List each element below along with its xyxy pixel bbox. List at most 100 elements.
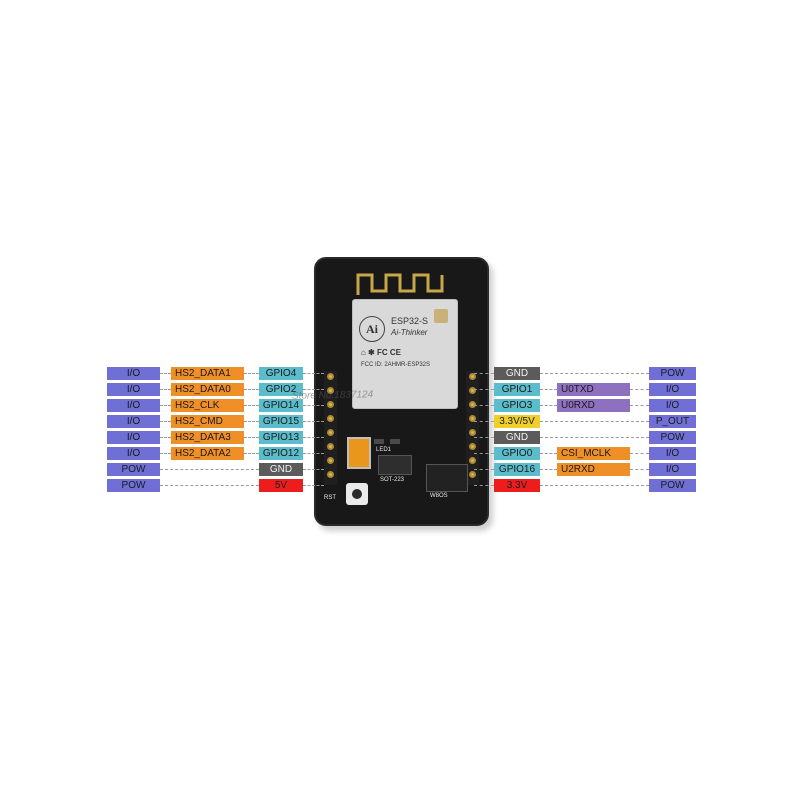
pin-type-label: I/O — [107, 447, 160, 460]
pin-function-label: HS2_CMD — [171, 415, 244, 428]
pin-function-label: U0TXD — [557, 383, 630, 396]
left-pin-row: POW 5V — [0, 479, 330, 492]
leader-line — [160, 373, 171, 374]
module-maker: Ai-Thinker — [391, 328, 428, 337]
right-pin-row: GPIO0 CSI_MCLK I/O — [0, 447, 800, 460]
header-pin-icon — [469, 471, 476, 478]
right-pin-row: 3.3V POW — [0, 479, 800, 492]
leader-line — [540, 437, 649, 438]
pin-type-label: I/O — [107, 431, 160, 444]
leader-line — [540, 485, 649, 486]
left-pin-row: I/O HS2_DATA3 GPIO13 — [0, 431, 330, 444]
right-header-strip — [466, 371, 479, 485]
pin-name-label: GPIO13 — [259, 431, 303, 444]
rst-label: RST — [324, 495, 336, 501]
leader-line — [160, 437, 171, 438]
header-pin-icon — [327, 401, 334, 408]
pin-type-label: P_OUT — [649, 415, 696, 428]
leader-line — [540, 453, 557, 454]
esp32-cam-board: Ai ESP32-S Ai-Thinker ⌂ ✱ FC CE FCC ID: … — [314, 257, 489, 526]
voltage-regulator — [378, 455, 412, 475]
leader-line — [303, 485, 324, 486]
leader-line — [160, 485, 259, 486]
pin-name-label: 3.3V — [494, 479, 540, 492]
header-pin-icon — [469, 401, 476, 408]
pin-type-label: I/O — [649, 399, 696, 412]
leader-line — [474, 485, 494, 486]
leader-line — [303, 421, 324, 422]
pin-name-label: GND — [494, 431, 540, 444]
leader-line — [630, 389, 649, 390]
leader-line — [160, 421, 171, 422]
watermark: Store No.1837124 — [291, 389, 374, 402]
leader-line — [244, 453, 259, 454]
header-pin-icon — [469, 429, 476, 436]
pin-type-label: POW — [649, 367, 696, 380]
pin-type-label: POW — [649, 431, 696, 444]
header-pin-icon — [469, 415, 476, 422]
header-pin-icon — [327, 429, 334, 436]
left-pin-row: I/O HS2_CMD GPIO15 — [0, 415, 330, 428]
pin-function-label: HS2_DATA2 — [171, 447, 244, 460]
pin-name-label: GPIO14 — [259, 399, 303, 412]
left-pin-row: POW GND — [0, 463, 330, 476]
leader-line — [160, 469, 259, 470]
leader-line — [540, 405, 557, 406]
header-pin-icon — [327, 443, 334, 450]
header-pin-icon — [469, 387, 476, 394]
pin-name-label: GND — [259, 463, 303, 476]
pin-name-label: 5V — [259, 479, 303, 492]
right-pin-row: GND POW — [0, 367, 800, 380]
leader-line — [303, 437, 324, 438]
leader-line — [540, 469, 557, 470]
header-pin-icon — [469, 457, 476, 464]
w8os-label: W8OS — [430, 493, 448, 499]
pin-function-label: CSI_MCLK — [557, 447, 630, 460]
pin-name-label: GPIO0 — [494, 447, 540, 460]
pin-function-label: U0RXD — [557, 399, 630, 412]
pin-name-label: GND — [494, 367, 540, 380]
leader-line — [303, 405, 324, 406]
antenna-connector-icon — [434, 309, 448, 323]
esp32-module: Ai ESP32-S Ai-Thinker ⌂ ✱ FC CE FCC ID: … — [352, 299, 458, 409]
fcc-id: FCC ID: 2AHMR-ESP32S — [361, 362, 431, 368]
pin-name-label: GPIO12 — [259, 447, 303, 460]
cert-logos-icon: ⌂ ✱ FC CE — [361, 348, 401, 357]
leader-line — [474, 389, 494, 390]
header-pin-icon — [469, 443, 476, 450]
leader-line — [540, 389, 557, 390]
leader-line — [303, 469, 324, 470]
pin-type-label: I/O — [107, 415, 160, 428]
leader-line — [303, 373, 324, 374]
pin-function-label: HS2_DATA0 — [171, 383, 244, 396]
smd-resistor — [374, 439, 384, 444]
header-pin-icon — [327, 471, 334, 478]
leader-line — [474, 405, 494, 406]
header-pin-icon — [327, 415, 334, 422]
pin-name-label: GPIO4 — [259, 367, 303, 380]
leader-line — [630, 469, 649, 470]
leader-line — [474, 437, 494, 438]
leader-line — [540, 421, 649, 422]
pin-type-label: I/O — [107, 367, 160, 380]
reset-button[interactable] — [346, 483, 368, 505]
pin-type-label: POW — [107, 463, 160, 476]
tantalum-capacitor — [347, 437, 371, 469]
pin-function-label: HS2_DATA3 — [171, 431, 244, 444]
leader-line — [160, 405, 171, 406]
left-header-strip — [324, 371, 337, 485]
led-label: LED1 — [376, 447, 392, 453]
pin-name-label: GPIO15 — [259, 415, 303, 428]
leader-line — [303, 453, 324, 454]
pin-type-label: POW — [107, 479, 160, 492]
pin-function-label: HS2_DATA1 — [171, 367, 244, 380]
leader-line — [244, 437, 259, 438]
header-pin-icon — [469, 373, 476, 380]
leader-line — [474, 453, 494, 454]
leader-line — [160, 389, 171, 390]
